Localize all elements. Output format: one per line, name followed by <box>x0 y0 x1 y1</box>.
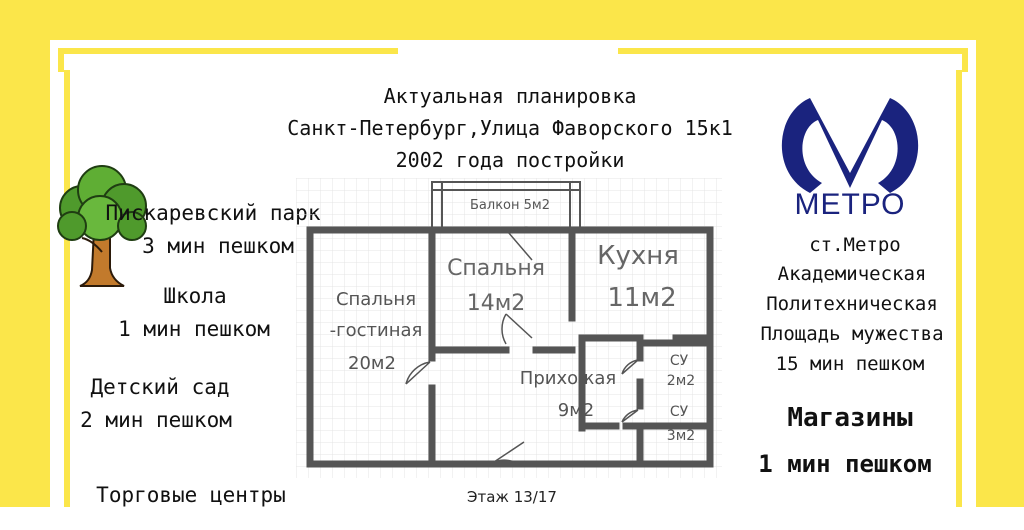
balcony-label: Балкон 5м2 <box>470 198 550 213</box>
frame-bar-right <box>976 30 986 507</box>
header-year: 2002 года постройки <box>395 148 625 172</box>
malls-name: Торговые центры <box>96 483 286 507</box>
bathroom-1-label: СУ <box>670 353 689 369</box>
header-address: Санкт-Петербург,Улица Фаворского 15к1 <box>287 116 733 140</box>
frame-bar-left <box>40 30 50 507</box>
frame-line-right <box>956 70 962 507</box>
tree-icon <box>57 165 147 287</box>
bathroom-2-label: СУ <box>670 404 689 420</box>
hall-label: Прихожая <box>520 368 616 389</box>
station-polytechnicheskaya: Политехническая <box>766 293 938 315</box>
floor-plan: Балкон 5м2 Спальня 14м2 Кухня 11м2 Спаль… <box>296 178 722 506</box>
school-time: 1 мин пешком <box>118 317 270 341</box>
frame-line-corner-tl <box>58 48 64 72</box>
living-area: 20м2 <box>348 353 396 374</box>
bedroom-area: 14м2 <box>467 291 526 316</box>
metro-label: ст.Метро <box>809 234 901 256</box>
bathroom-1-area: 2м2 <box>667 373 695 389</box>
frame-bar-top <box>40 30 986 40</box>
metro-logo-icon <box>781 98 919 193</box>
school-name: Школа <box>163 284 227 308</box>
kindergarten-time: 2 мин пешком <box>80 408 232 432</box>
frame-line-top-left <box>58 48 398 54</box>
kindergarten-name: Детский сад <box>90 375 230 399</box>
park-time: 3 мин пешком <box>142 234 294 258</box>
frame-line-top-right <box>618 48 968 54</box>
bathroom-2-area: 3м2 <box>667 428 695 444</box>
hall-area: 9м2 <box>558 400 594 421</box>
kitchen-label: Кухня <box>597 241 679 271</box>
kitchen-area: 11м2 <box>607 283 676 313</box>
station-academicheskaya: Академическая <box>777 263 927 285</box>
metro-logo-text: МЕТРО <box>794 188 906 221</box>
shops-label: Магазины <box>787 403 913 433</box>
park-name: Пискаревский парк <box>105 201 321 225</box>
shops-time: 1 мин пешком <box>758 450 932 478</box>
bedroom-label: Спальня <box>447 256 545 281</box>
living-label-2: -гостиная <box>330 320 423 341</box>
metro-time: 15 мин пешком <box>775 353 925 375</box>
floor-label: Этаж 13/17 <box>467 488 557 506</box>
living-label-1: Спальня <box>336 289 416 310</box>
frame-line-corner-tr <box>962 48 968 72</box>
station-ploshchad-muzhestva: Площадь мужества <box>760 323 944 345</box>
frame-line-left <box>64 70 70 507</box>
header-line-1: Актуальная планировка <box>383 84 637 108</box>
